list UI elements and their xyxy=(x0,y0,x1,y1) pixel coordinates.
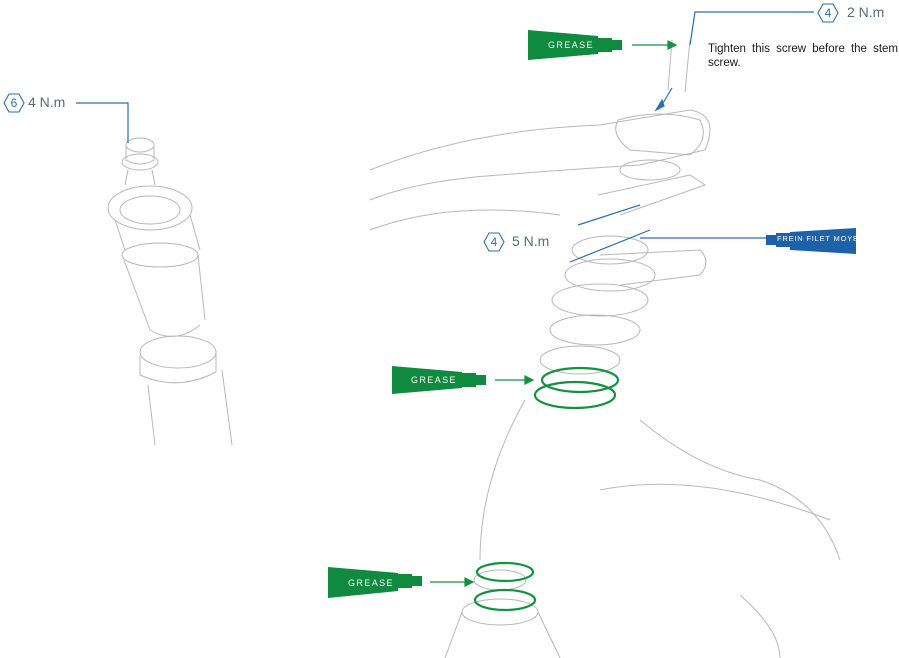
grease-label-bottom: GREASE xyxy=(348,578,394,588)
steerer-detail xyxy=(107,137,233,446)
frein-label: FREIN FILET MOYEN xyxy=(777,234,866,243)
grease-label-top: GREASE xyxy=(548,40,594,50)
torque-number-2: 6 xyxy=(10,96,18,110)
grease-tube-top xyxy=(528,30,622,60)
grease-arrows xyxy=(430,40,678,587)
hex-badge-3 xyxy=(483,232,505,252)
grease-tube-mid xyxy=(392,366,486,394)
grease-tube-bottom xyxy=(328,567,422,598)
torque-value-1: 2 N.m xyxy=(847,4,885,20)
tighten-note: Tighten this screw before the stem screw… xyxy=(708,43,898,69)
grease-label-mid: GREASE xyxy=(411,375,457,385)
frein-tube xyxy=(766,228,856,254)
torque-value-2: 4 N.m xyxy=(28,94,66,110)
hex-badge-2 xyxy=(3,93,25,113)
cockpit-drawing xyxy=(369,39,841,658)
torque-value-3: 5 N.m xyxy=(512,233,550,249)
leader-lines xyxy=(76,11,814,263)
torque-number-3: 4 xyxy=(490,235,498,249)
torque-number-1: 4 xyxy=(824,6,832,20)
hex-badge-1 xyxy=(817,3,839,23)
